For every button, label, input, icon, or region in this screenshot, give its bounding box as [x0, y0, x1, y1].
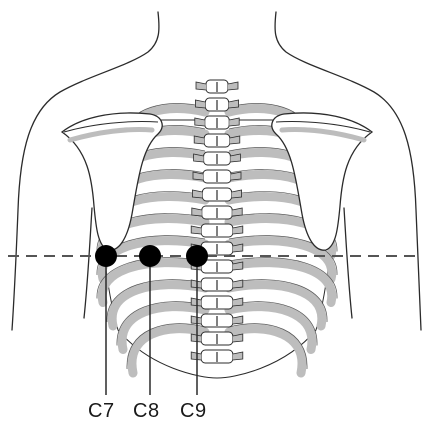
- label-c7: C7: [88, 400, 115, 423]
- transverse-process: [195, 100, 205, 108]
- electrode-c9-marker: [186, 245, 208, 267]
- label-c9: C9: [180, 400, 207, 423]
- transverse-process: [196, 82, 206, 90]
- label-c8: C8: [133, 400, 160, 423]
- transverse-process: [229, 100, 239, 108]
- electrode-c7-marker: [95, 245, 117, 267]
- transverse-process: [228, 82, 238, 90]
- electrode-c8-marker: [139, 245, 161, 267]
- transverse-process: [229, 118, 239, 126]
- transverse-process: [195, 118, 205, 126]
